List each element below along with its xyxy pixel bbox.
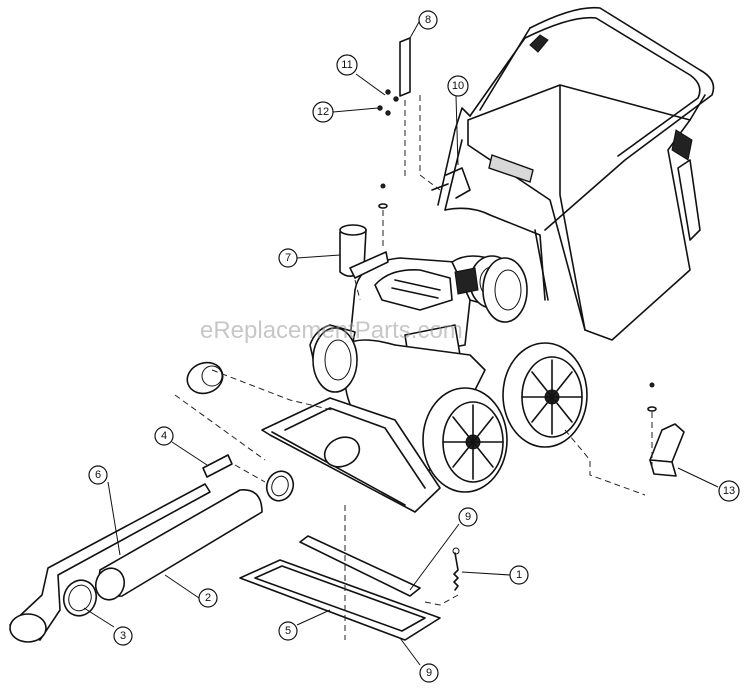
part-6-handle [9, 483, 211, 643]
cap-plug [186, 361, 224, 395]
callout-12-label: 12 [317, 106, 329, 118]
callout-10-label: 10 [452, 80, 464, 92]
callout-9-lower-label: 9 [426, 667, 432, 679]
assembly-dash-lines [174, 95, 653, 640]
callout-6: 6 [88, 465, 108, 485]
rear-wheel-left [482, 257, 528, 323]
callout-11: 11 [336, 54, 358, 76]
part-7-funnel-bracket [339, 224, 389, 279]
callout-1-label: 1 [516, 569, 522, 581]
callout-8-label: 8 [425, 14, 431, 26]
callout-4-label: 4 [161, 430, 167, 442]
callout-6-label: 6 [95, 469, 101, 481]
callout-1: 1 [509, 565, 529, 585]
callout-5: 5 [278, 621, 298, 641]
callout-12: 12 [312, 101, 334, 123]
callout-10: 10 [447, 75, 469, 97]
callout-5-label: 5 [285, 625, 291, 637]
part-4-tube [202, 454, 233, 478]
part-11-12-screws [377, 89, 399, 116]
collection-bag [467, 84, 706, 341]
part-13-bracket [649, 423, 685, 477]
front-wheel-left [312, 327, 358, 393]
part-2-hose [94, 489, 263, 601]
callout-13: 13 [718, 480, 740, 502]
rear-wheel-right [502, 342, 588, 448]
part-1-spring [452, 547, 460, 591]
part-5-tray [239, 559, 441, 641]
callout-9-lower: 9 [419, 663, 439, 683]
part-3-clamp [62, 579, 98, 617]
part-9-strip [299, 535, 421, 597]
part-8-vertical-bracket [399, 37, 411, 97]
callout-2-label: 2 [205, 592, 211, 604]
part-10-bracket [431, 167, 471, 199]
callout-13-label: 13 [723, 485, 735, 497]
leader-lines [83, 21, 719, 666]
handle-frame [437, 6, 715, 301]
callout-9-upper: 9 [458, 507, 478, 527]
watermark: eReplacementParts.com [200, 317, 463, 344]
callout-7-label: 7 [285, 252, 291, 264]
callout-2: 2 [198, 588, 218, 608]
callout-3-label: 3 [120, 630, 126, 642]
callout-9-upper-label: 9 [465, 511, 471, 523]
hardware-bolts [378, 183, 657, 412]
callout-11-label: 11 [341, 59, 352, 71]
callout-8: 8 [418, 10, 438, 30]
callout-7: 7 [278, 248, 298, 268]
front-wheel-right [422, 387, 508, 493]
callout-4: 4 [154, 426, 174, 446]
callout-3: 3 [113, 626, 133, 646]
clamp-ring [265, 470, 295, 502]
